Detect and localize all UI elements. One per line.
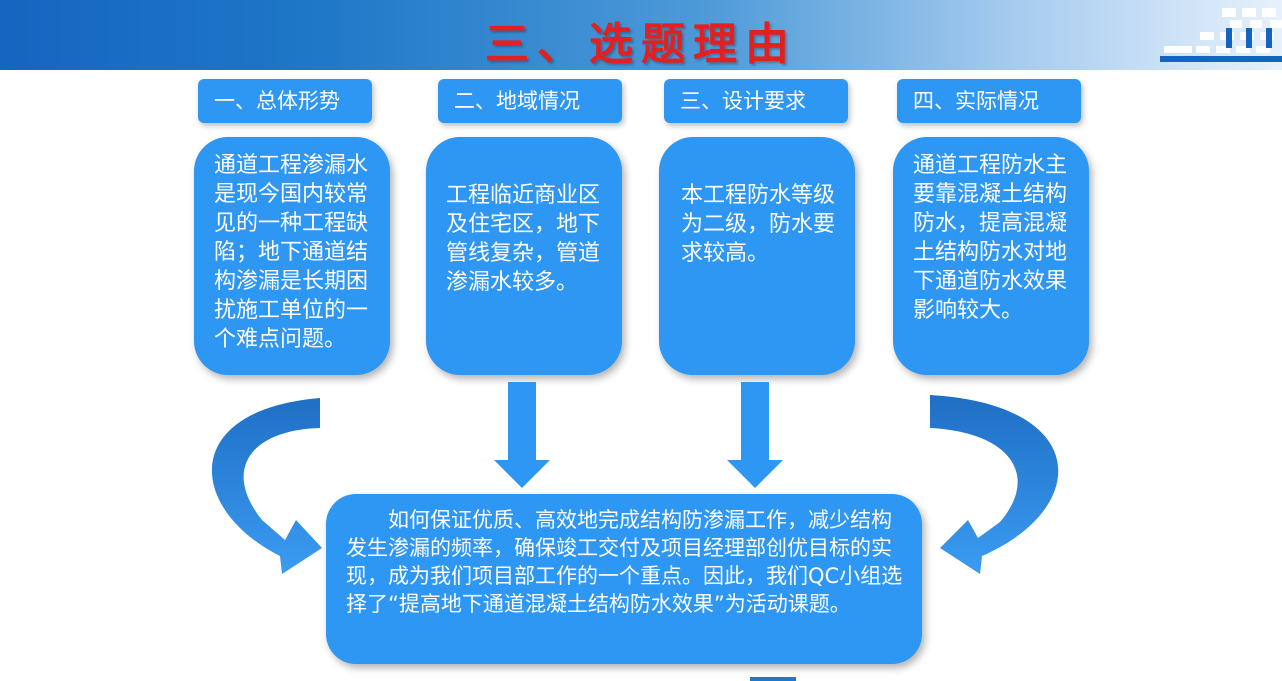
box-actual-situation: 通道工程防水主要靠混凝土结构防水，提高混凝土结构防水对地下通道防水效果影响较大。 — [893, 137, 1089, 375]
header-overall-situation: 一、总体形势 — [198, 79, 372, 123]
box-text: 工程临近商业区及住宅区，地下管线复杂，管道渗漏水较多。 — [446, 183, 601, 295]
box-design-requirements: 本工程防水等级为二级，防水要求较高。 — [659, 137, 855, 375]
title-banner: 三、选题理由 — [0, 0, 1282, 70]
slide-title: 三、选题理由 — [485, 19, 797, 70]
curved-arrow-right-icon — [930, 395, 1059, 574]
down-arrow-design-icon — [727, 382, 783, 488]
box-text: 本工程防水等级为二级，防水要求较高。 — [681, 183, 836, 266]
down-arrow-regional-icon — [494, 382, 550, 488]
header-regional-situation: 二、地域情况 — [438, 79, 622, 123]
curved-arrow-left-icon — [211, 398, 322, 574]
box-regional-situation: 工程临近商业区及住宅区，地下管线复杂，管道渗漏水较多。 — [426, 137, 622, 375]
box-text: 通道工程渗漏水是现今国内较常见的一种工程缺陷；地下通道结构渗漏是长期困扰施工单位… — [214, 153, 369, 352]
box-text: 通道工程防水主要靠混凝土结构防水，提高混凝土结构防水对地下通道防水效果影响较大。 — [913, 153, 1068, 323]
header-actual-situation: 四、实际情况 — [897, 79, 1081, 123]
footer-strip — [750, 677, 796, 681]
company-logo-icon — [1160, 8, 1282, 62]
header-design-requirements: 三、设计要求 — [664, 79, 848, 123]
conclusion-box: 如何保证优质、高效地完成结构防渗漏工作，减少结构发生渗漏的频率，确保竣工交付及项… — [326, 494, 922, 664]
box-overall-situation: 通道工程渗漏水是现今国内较常见的一种工程缺陷；地下通道结构渗漏是长期困扰施工单位… — [194, 137, 390, 375]
